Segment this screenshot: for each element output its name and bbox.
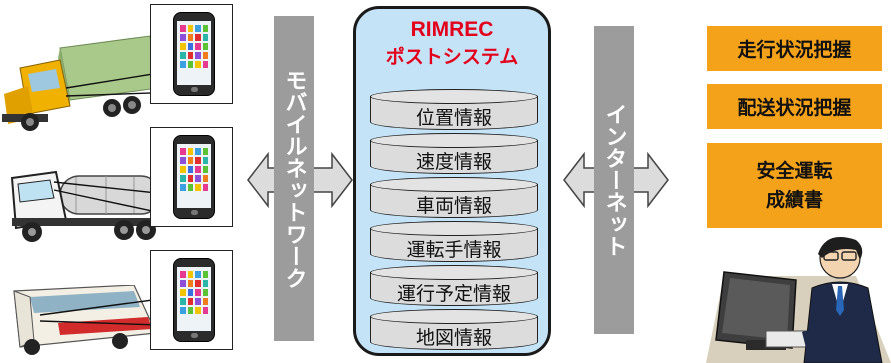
smartphone-box	[150, 250, 233, 350]
internet-banner: インターネット	[594, 26, 634, 334]
truck-icon	[2, 35, 160, 131]
smartphone-box	[150, 127, 233, 227]
tanker-truck-icon	[10, 170, 166, 242]
system-title-line2: ポストシステム	[385, 46, 519, 68]
report-delivery-status: 配送状況把握	[707, 84, 882, 129]
database-map-info: 地図情報	[370, 309, 538, 355]
system-title-line1: RIMREC	[410, 18, 494, 41]
smartphone-icon	[173, 258, 215, 342]
smartphone-icon	[173, 135, 215, 219]
smartphone-icon	[173, 12, 215, 96]
database-speed-info: 速度情報	[370, 133, 538, 179]
database-vehicle-info: 車両情報	[370, 177, 538, 223]
report-line1: 安全運転	[756, 159, 833, 182]
database-driver-info: 運転手情報	[370, 221, 538, 267]
rimrec-post-system-panel: RIMREC ポストシステム 位置情報 速度情報 車両情報 運転手情報 運行予定…	[353, 6, 551, 356]
database-position-info: 位置情報	[370, 89, 538, 135]
smartphone-box	[150, 4, 233, 104]
bus-icon	[13, 285, 160, 355]
mobile-network-banner: モバイルネットワーク	[274, 16, 314, 341]
office-worker-icon	[706, 237, 891, 363]
report-driving-status: 走行状況把握	[707, 26, 882, 71]
report-safe-driving-scorecard: 安全運転 成績書	[707, 143, 882, 228]
database-schedule-info: 運行予定情報	[370, 265, 538, 311]
report-line2: 成績書	[765, 188, 823, 211]
